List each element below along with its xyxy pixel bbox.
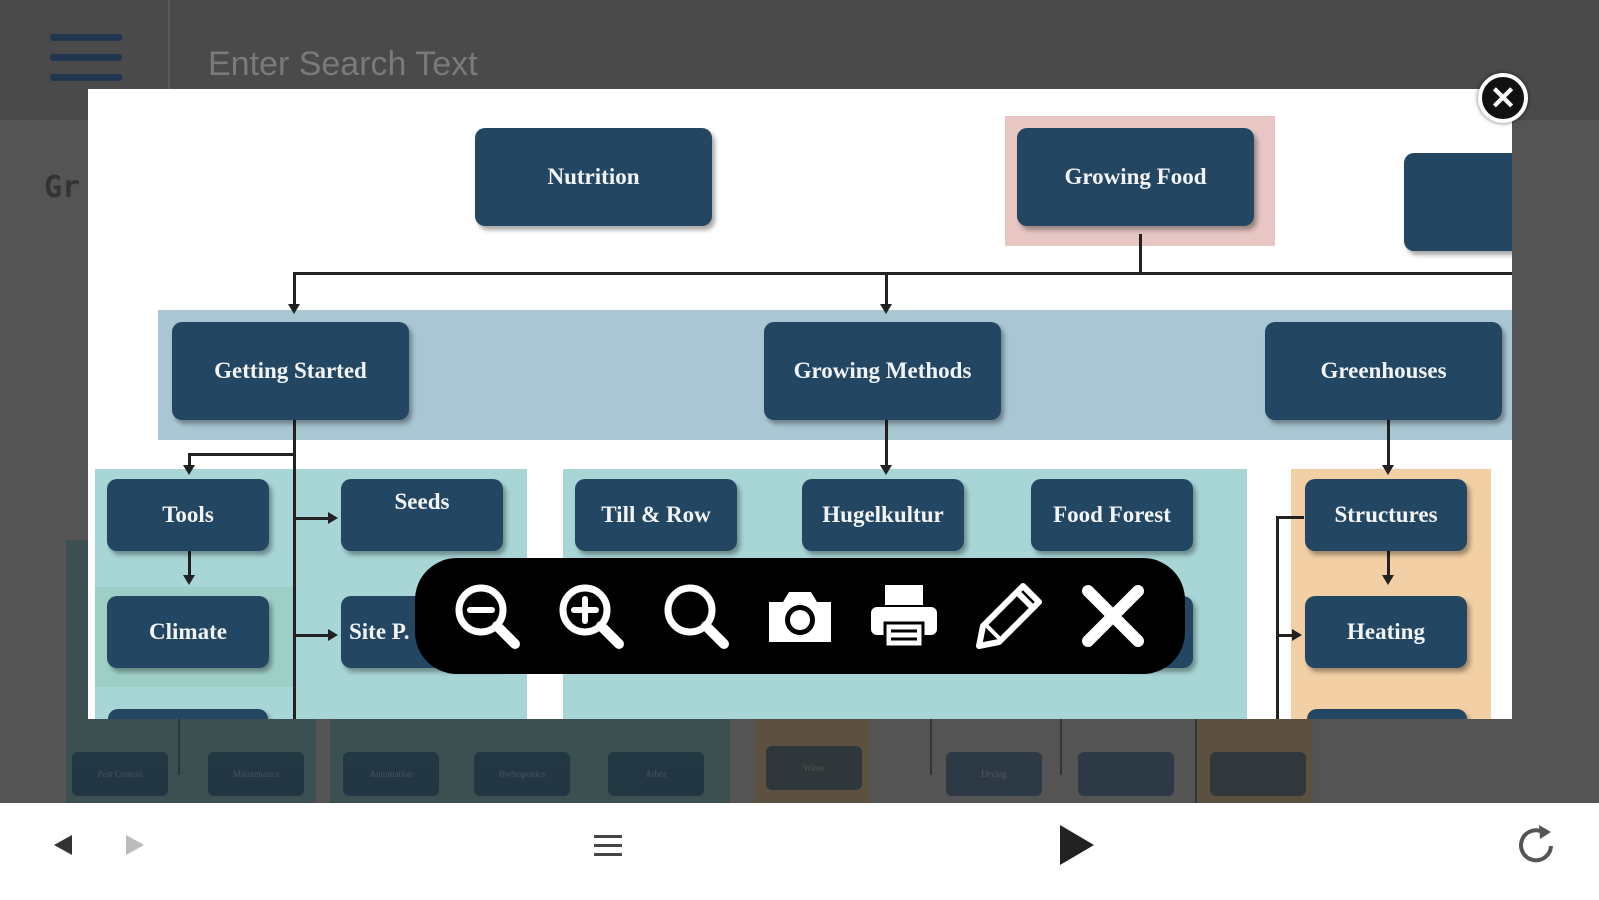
ghost-node: Automation <box>343 752 439 796</box>
arrow <box>880 304 892 314</box>
refresh-icon[interactable] <box>1510 819 1562 871</box>
node-growing-food[interactable]: Growing Food <box>1017 128 1254 226</box>
node-partial-bottom <box>1307 709 1467 719</box>
ghost-node: Pest Control <box>72 752 168 796</box>
zoom-out-icon[interactable] <box>447 576 527 656</box>
connector <box>1387 547 1390 577</box>
arrow <box>328 629 338 641</box>
menu-list-icon[interactable] <box>586 823 630 867</box>
search-input[interactable] <box>206 40 1110 88</box>
ghost-node: Arbor <box>608 752 704 796</box>
close-icon[interactable] <box>1073 576 1153 656</box>
node-partial-bottom <box>108 709 268 719</box>
ghost-connector <box>178 719 180 775</box>
arrow <box>1382 465 1394 475</box>
ghost-node: Hydroponics <box>474 752 570 796</box>
node-seeds[interactable]: Seeds <box>341 479 503 551</box>
node-structures[interactable]: Structures <box>1305 479 1467 551</box>
node-growing-methods[interactable]: Growing Methods <box>764 322 1001 420</box>
connector <box>188 453 191 469</box>
background-page-title: Gr <box>44 170 81 205</box>
connector <box>188 547 191 577</box>
ghost-connector <box>1060 719 1062 775</box>
connector <box>293 634 331 637</box>
node-tools[interactable]: Tools <box>107 479 269 551</box>
bottom-navigation-bar <box>0 803 1599 900</box>
ghost-node: Maintenance <box>208 752 304 796</box>
back-arrow-icon[interactable] <box>44 825 84 865</box>
node-food-forest[interactable]: Food Forest <box>1031 479 1193 551</box>
arrow <box>288 304 300 314</box>
node-till-row[interactable]: Till & Row <box>575 479 737 551</box>
connector <box>1276 634 1296 637</box>
play-icon[interactable] <box>1050 819 1102 871</box>
pencil-icon[interactable] <box>969 576 1049 656</box>
connector <box>885 272 888 307</box>
hamburger-menu-icon[interactable] <box>50 34 122 90</box>
node-hugelkultur[interactable]: Hugelkultur <box>802 479 964 551</box>
arrow <box>183 465 195 475</box>
arrow <box>1292 629 1302 641</box>
ghost-connector <box>1195 719 1197 803</box>
ghost-node <box>1078 752 1174 796</box>
arrow <box>1382 575 1394 585</box>
ghost-node: Drying <box>946 752 1042 796</box>
connector <box>293 272 1512 275</box>
connector <box>1276 516 1304 519</box>
arrow <box>183 575 195 585</box>
camera-icon[interactable] <box>760 576 840 656</box>
ghost-node: Water <box>766 746 862 790</box>
connector <box>188 453 296 456</box>
zoom-in-icon[interactable] <box>551 576 631 656</box>
arrow <box>328 512 338 524</box>
node-heating[interactable]: Heating <box>1305 596 1467 668</box>
node-greenhouses[interactable]: Greenhouses <box>1265 322 1502 420</box>
modal-close-button[interactable]: ✕ <box>1478 73 1528 123</box>
connector <box>1139 234 1142 274</box>
node-nutrition[interactable]: Nutrition <box>475 128 712 226</box>
connector <box>885 419 888 467</box>
magnifier-icon[interactable] <box>656 576 736 656</box>
connector <box>293 272 296 307</box>
node-getting-started[interactable]: Getting Started <box>172 322 409 420</box>
node-partial-right[interactable]: Fr <box>1404 153 1512 251</box>
printer-icon[interactable] <box>864 576 944 656</box>
connector <box>1387 419 1390 467</box>
forward-arrow-icon[interactable] <box>114 825 154 865</box>
connector <box>293 419 296 719</box>
connector <box>1276 516 1279 719</box>
connector <box>293 517 331 520</box>
topbar-divider <box>168 0 170 100</box>
node-climate[interactable]: Climate <box>107 596 269 668</box>
arrow <box>880 465 892 475</box>
ghost-connector <box>930 719 932 775</box>
ghost-node <box>1210 752 1306 796</box>
zoom-toolbar <box>415 558 1185 674</box>
